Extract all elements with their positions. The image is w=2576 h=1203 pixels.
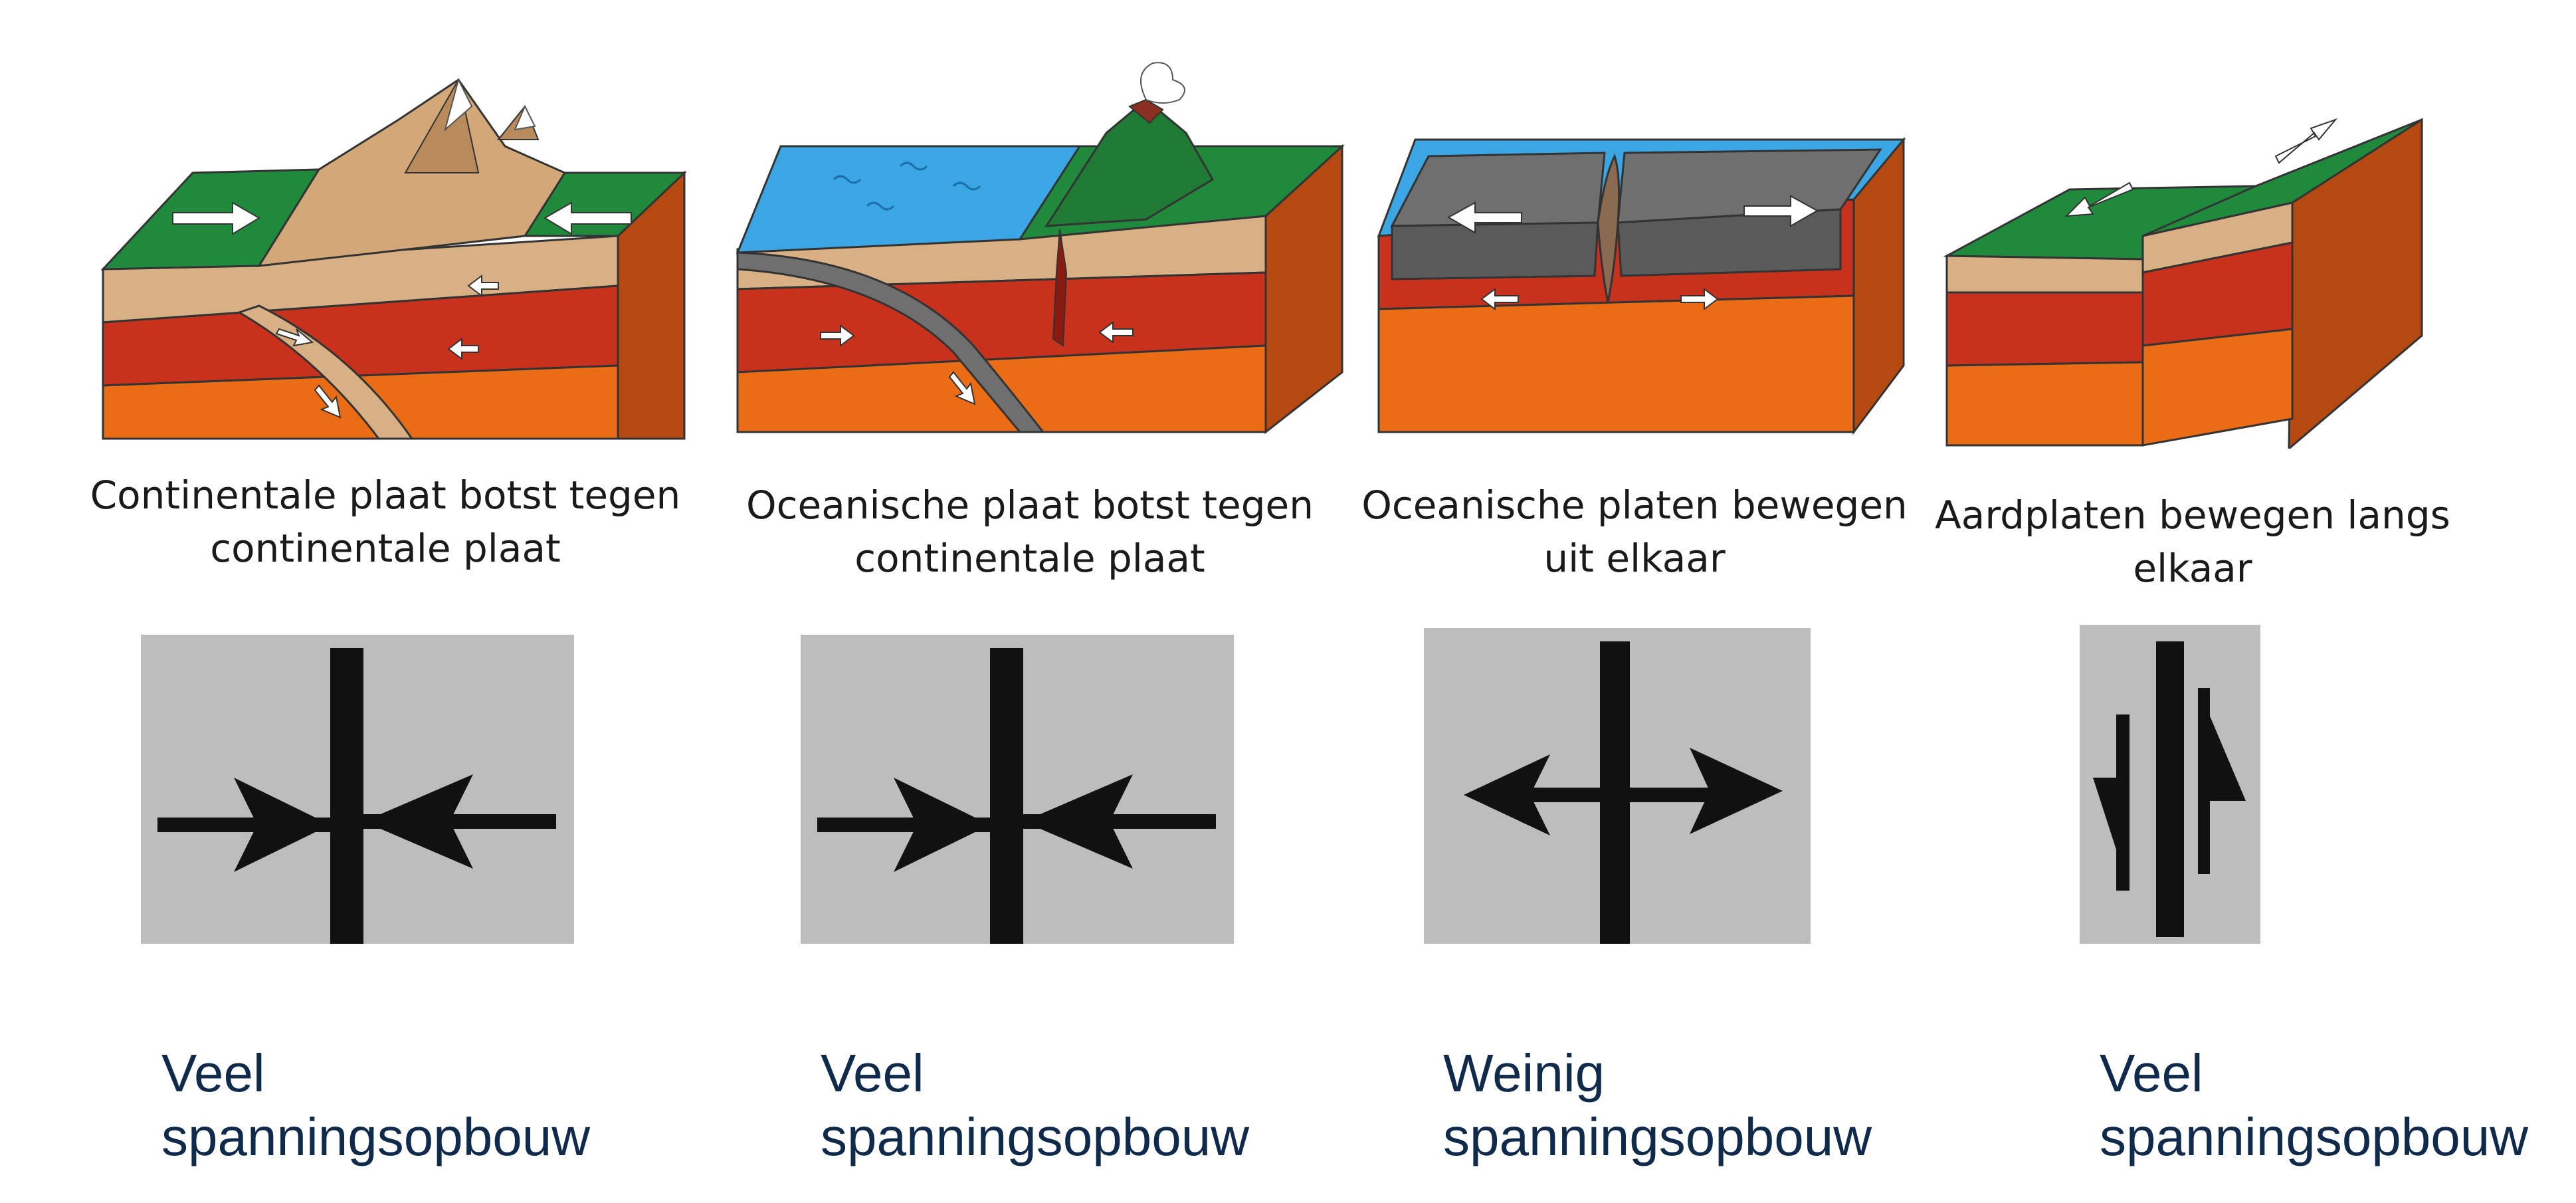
- caption-transform: Aardplaten bewegen langs elkaar: [1920, 489, 2465, 595]
- caption-divergent: Oceanische platen bewegen uit elkaar: [1342, 479, 1927, 585]
- stress-label-2: Veel spanningsopbouw: [821, 1041, 1249, 1169]
- caption-continental-collision: Continentale plaat botst tegen continent…: [86, 469, 684, 575]
- stress-label-4: Veel spanningsopbouw: [2100, 1041, 2528, 1169]
- caption-line: continentale plaat: [210, 526, 561, 571]
- converging-arrows-icon: [801, 635, 1234, 944]
- stress-word: spanningsopbouw: [2100, 1107, 2528, 1166]
- stress-amount: Veel: [161, 1043, 265, 1103]
- caption-line: Oceanische platen bewegen: [1361, 483, 1908, 528]
- block-diagram-divergent: [1375, 136, 1907, 435]
- stress-label-1: Veel spanningsopbouw: [161, 1041, 590, 1169]
- caption-line: Continentale plaat botst tegen: [90, 473, 681, 518]
- stress-word: spanningsopbouw: [821, 1107, 1249, 1166]
- transform-arrows-icon: [2080, 625, 2260, 944]
- stress-word: spanningsopbouw: [1443, 1107, 1872, 1166]
- diverging-arrows-icon: [1424, 628, 1811, 944]
- stress-label-3: Weinig spanningsopbouw: [1443, 1041, 1872, 1169]
- caption-line: Oceanische plaat botst tegen: [746, 483, 1314, 528]
- stress-amount: Weinig: [1443, 1043, 1605, 1103]
- caption-line: uit elkaar: [1543, 536, 1726, 581]
- caption-line: elkaar: [2133, 546, 2252, 591]
- block-diagram-subduction: [734, 60, 1345, 445]
- stress-amount: Veel: [821, 1043, 924, 1103]
- stress-amount: Veel: [2100, 1043, 2203, 1103]
- caption-subduction: Oceanische plaat botst tegen continental…: [731, 479, 1329, 585]
- caption-line: continentale plaat: [854, 536, 1205, 581]
- block-diagram-transform: [1943, 116, 2428, 449]
- block-diagram-continental-collision: [100, 66, 691, 445]
- caption-line: Aardplaten bewegen langs: [1935, 492, 2450, 538]
- stress-word: spanningsopbouw: [161, 1107, 590, 1166]
- converging-arrows-icon: [141, 635, 574, 944]
